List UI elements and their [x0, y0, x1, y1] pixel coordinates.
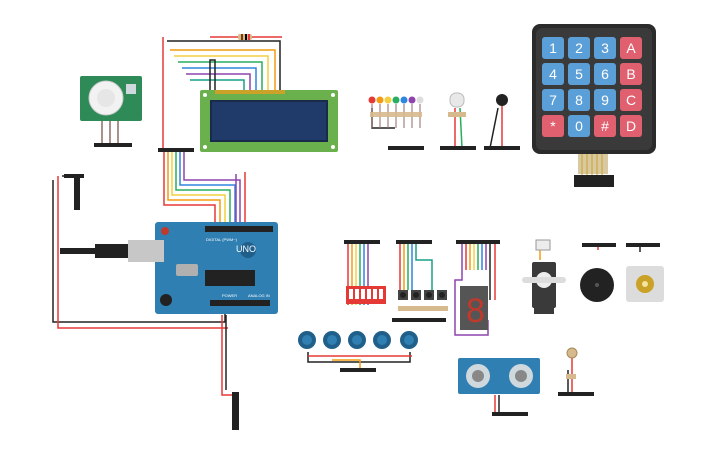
keypad-key-label: #: [601, 118, 609, 134]
keypad-key-label: 7: [549, 92, 557, 108]
wires: [52, 36, 641, 412]
board-analog-label: ANALOG IN: [248, 293, 270, 298]
keypad-key-label: 5: [575, 66, 583, 82]
segment-header: [456, 240, 500, 244]
resistor: [238, 34, 252, 40]
keypad-key-label: B: [626, 66, 635, 82]
dip-header: [344, 240, 380, 244]
keypad-key: [594, 89, 616, 111]
keypad-key-label: *: [550, 118, 556, 134]
board-digital-label: DIGITAL (PWM~): [206, 237, 238, 242]
arduino-board-icon: UNO DIGITAL (PWM~) POWER ANALOG IN: [155, 222, 278, 314]
pushbutton-icon: [392, 290, 448, 322]
keypad-key: [620, 63, 642, 85]
keypad-key: [620, 115, 642, 137]
keypad-key-label: 3: [601, 40, 609, 56]
buttons-header: [396, 240, 432, 244]
keypad-key-label: 4: [549, 66, 557, 82]
potentiometer-icon: [298, 331, 418, 372]
seven-segment-digit: 8: [466, 292, 485, 330]
keypad-key: [542, 115, 564, 137]
keypad-key-label: A: [626, 40, 636, 56]
board-brand-label: UNO: [236, 244, 256, 254]
left-connector: [74, 176, 80, 210]
pir-header: [94, 143, 132, 147]
keypad-key: [594, 63, 616, 85]
keypad-key: [620, 37, 642, 59]
arduino-bottom-connector: [232, 392, 239, 430]
keypad-key-label: 2: [575, 40, 583, 56]
pir-sensor-icon: [80, 76, 142, 121]
keypad-key: [594, 115, 616, 137]
rgb-led-icon: [440, 92, 476, 150]
keypad-key: [568, 63, 590, 85]
keypad-key-label: 9: [601, 92, 609, 108]
servo-icon: [522, 239, 566, 314]
keypad-key: [542, 63, 564, 85]
keypad-key-label: 8: [575, 92, 583, 108]
vibration-motor-icon: [484, 94, 520, 150]
keypad-key: [568, 115, 590, 137]
ultrasonic-sensor-icon: [458, 358, 540, 416]
keypad-key: [568, 37, 590, 59]
dip-switch-icon: [346, 286, 386, 304]
keypad-key-label: 6: [601, 66, 609, 82]
dc-motor-icon: [626, 266, 664, 302]
keypad-key: [568, 89, 590, 111]
top-header: [158, 148, 194, 152]
keypad-key-label: 1: [549, 40, 557, 56]
seven-segment-icon: 8: [460, 286, 488, 330]
keypad-key-label: 0: [575, 118, 583, 134]
keypad-key: [542, 89, 564, 111]
led-icon: [368, 96, 424, 150]
board-power-label: POWER: [222, 293, 237, 298]
keypad-key: [620, 89, 642, 111]
usb-connector-icon: [60, 240, 164, 262]
keypad-key: [594, 37, 616, 59]
photoresistor-icon: [558, 347, 594, 396]
keypad-key-label: D: [626, 118, 636, 134]
motor-header: [626, 243, 660, 247]
buzzer-header: [582, 243, 616, 247]
keypad-icon: 1 2 3 A 4 5 6 B 7 8 9 C * 0 # D: [532, 24, 656, 187]
piezo-buzzer-icon: [580, 268, 614, 302]
keypad-key-label: C: [626, 92, 636, 108]
lcd-icon: [200, 90, 338, 152]
keypad-key: [542, 37, 564, 59]
